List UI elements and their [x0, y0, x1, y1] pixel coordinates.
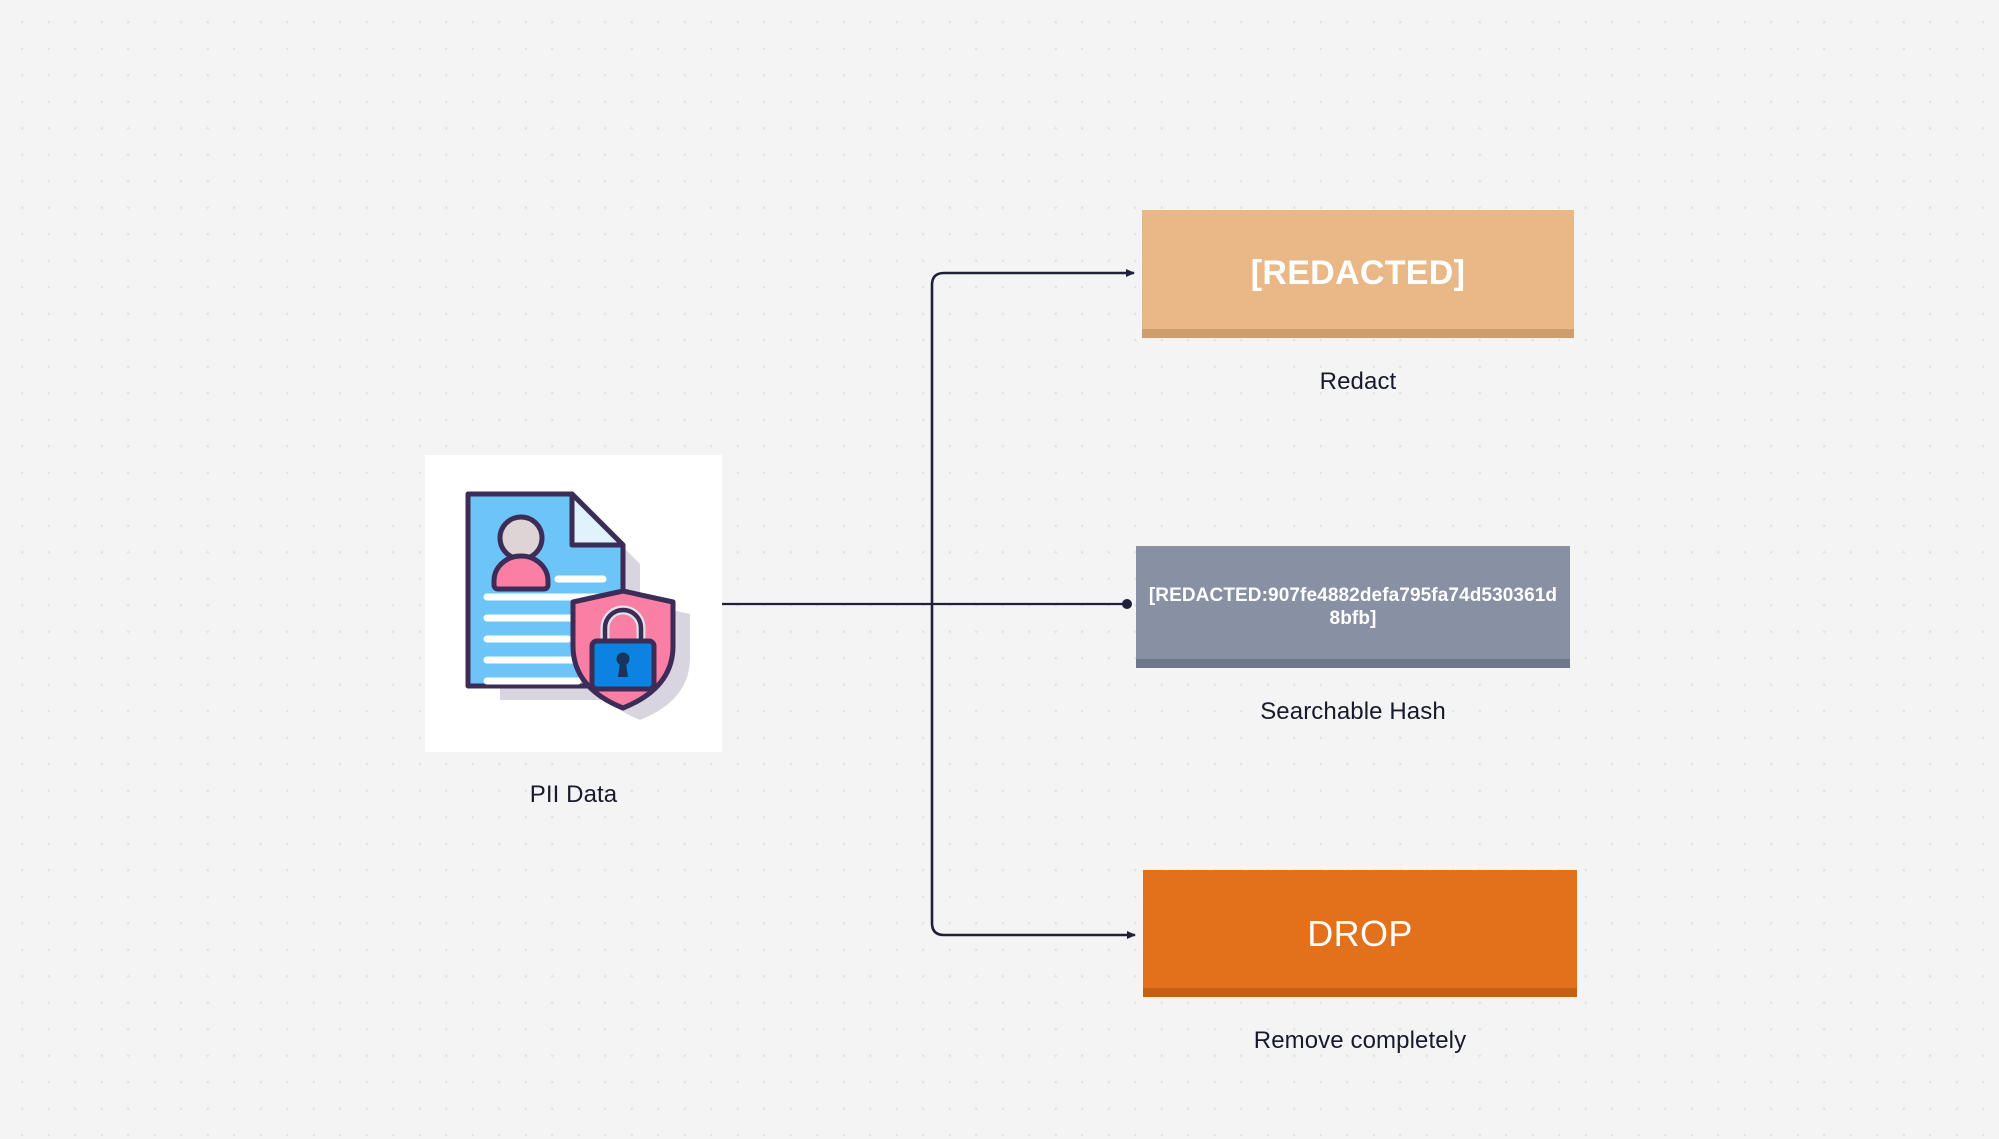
- connector-to-drop: [930, 604, 1136, 939]
- searchable-hash-box-footer-bar: [1136, 659, 1570, 668]
- drop-result-box[interactable]: DROP: [1143, 870, 1577, 997]
- drop-box-label: DROP: [1307, 912, 1413, 954]
- target-node-redact[interactable]: [REDACTED] Redact: [1142, 210, 1574, 396]
- target-node-drop[interactable]: DROP Remove completely: [1143, 870, 1577, 1055]
- redact-result-box[interactable]: [REDACTED]: [1142, 210, 1574, 338]
- redact-box-footer-bar: [1142, 329, 1574, 338]
- searchable-hash-result-box[interactable]: [REDACTED:907fe4882defa795fa74d530361d8b…: [1136, 546, 1570, 668]
- drop-box-footer-bar: [1143, 988, 1577, 997]
- target-node-searchable-hash[interactable]: [REDACTED:907fe4882defa795fa74d530361d8b…: [1136, 546, 1570, 726]
- source-node-pii-data[interactable]: PII Data: [425, 455, 722, 809]
- source-node-caption: PII Data: [529, 781, 618, 808]
- redact-box-label: [REDACTED]: [1250, 254, 1466, 293]
- connector-to-redact: [930, 269, 1135, 604]
- pii-document-shield-lock-icon: [465, 491, 690, 720]
- searchable-hash-node-caption: Searchable Hash: [1260, 698, 1446, 725]
- searchable-hash-box-label: [REDACTED:907fe4882defa795fa74d530361d8b…: [1148, 584, 1558, 629]
- pii-data-icon-card: [425, 455, 722, 752]
- redact-node-caption: Redact: [1319, 368, 1397, 395]
- drop-node-caption: Remove completely: [1253, 1027, 1467, 1054]
